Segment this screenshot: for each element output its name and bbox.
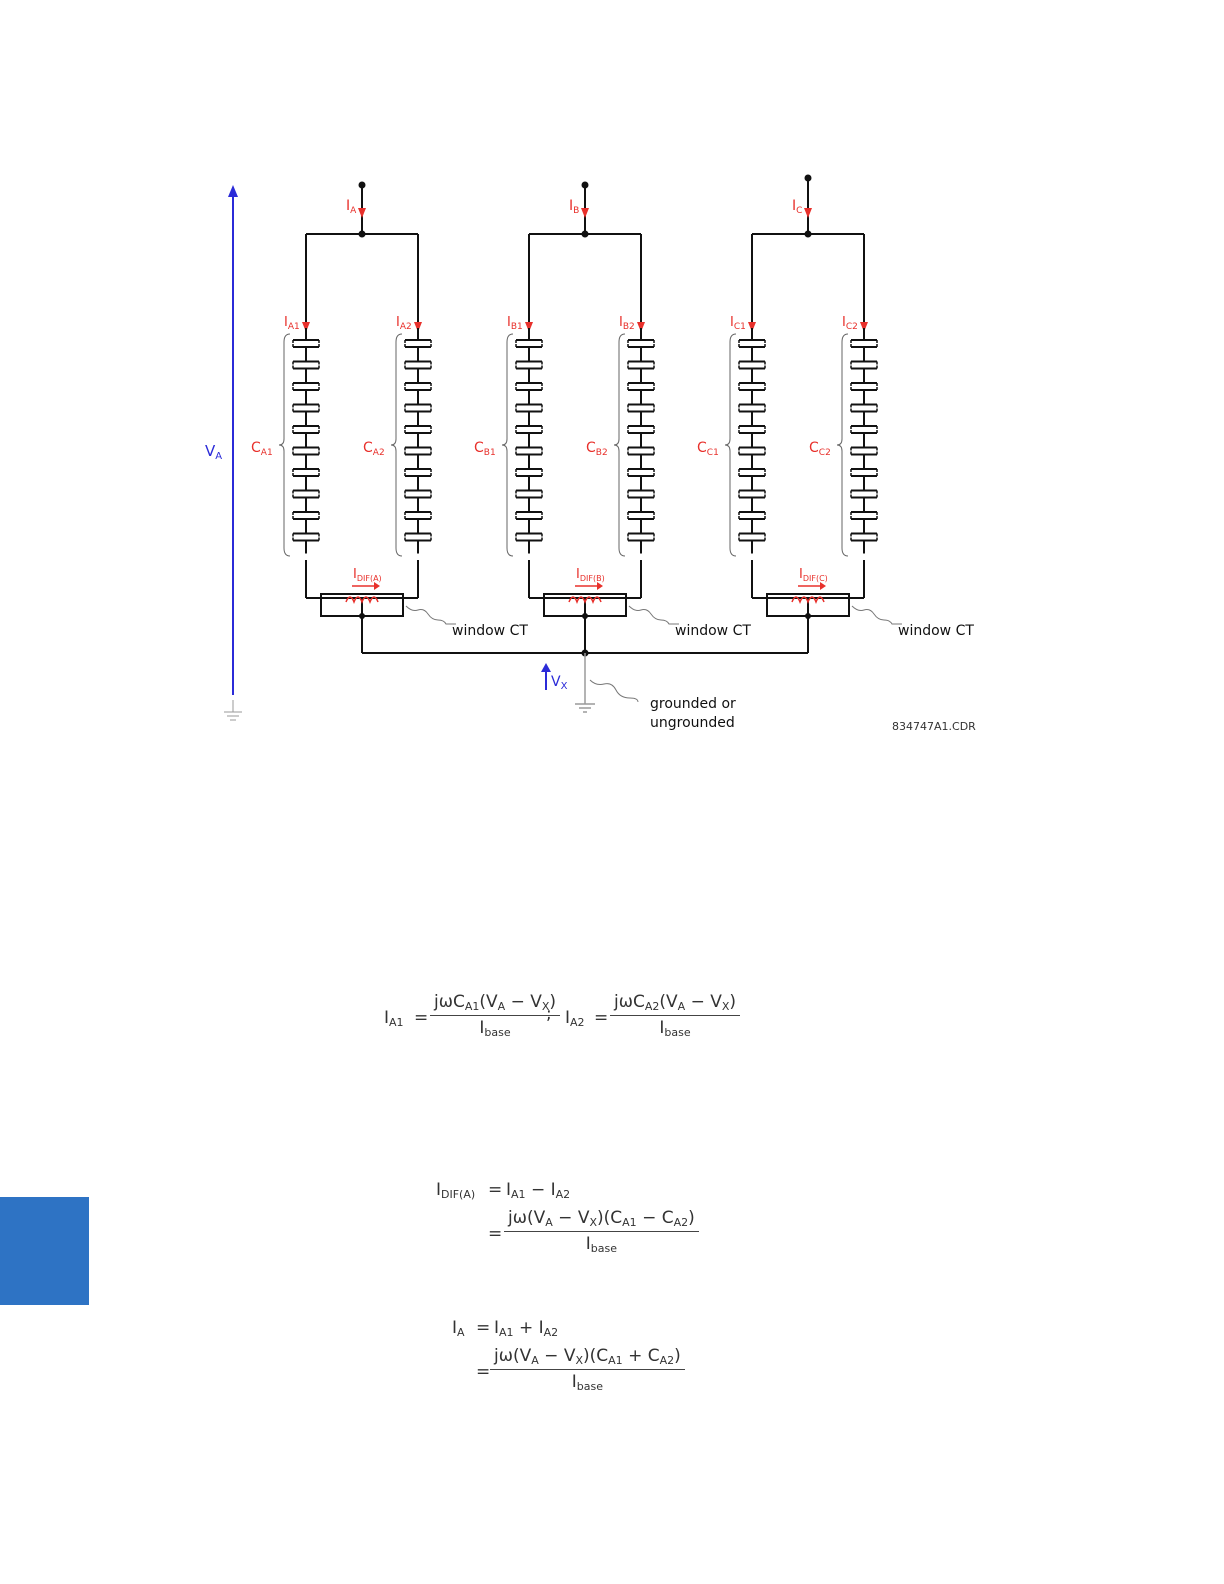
capacitor-label-right: CA2 — [363, 440, 385, 458]
brace-left — [501, 333, 514, 557]
branch-current-arrow — [860, 322, 868, 332]
window-ct-label: window CT — [452, 623, 528, 639]
ct-coil — [791, 596, 825, 605]
branch-current-arrow — [414, 322, 422, 332]
capacitor-label-left: CB1 — [474, 440, 496, 458]
ct-coil — [345, 596, 379, 605]
junction-dot — [804, 230, 812, 238]
window-ct-leader — [851, 605, 902, 625]
dif-arrow-head — [820, 582, 826, 590]
branch-current-label-right: IC2 — [842, 315, 858, 332]
ct-coil — [568, 596, 602, 605]
capacitor-stack-right — [627, 328, 655, 554]
branch-current-label-left: IB1 — [507, 315, 523, 332]
junction-dot — [359, 613, 365, 619]
equation-phase-current: IA = IA1 + IA2 = jω(VA − VX)(CA1 + CA2) … — [452, 1316, 752, 1406]
dif-current-label: IDIF(C) — [799, 567, 828, 583]
brace-right — [390, 333, 403, 557]
capacitor-stack-left — [738, 328, 766, 554]
eq-equals: = — [594, 1008, 609, 1028]
capacitor-stack-right — [404, 328, 432, 554]
brace-left — [278, 333, 291, 557]
eq-equals: = — [414, 1008, 429, 1028]
branch-current-arrow — [637, 322, 645, 332]
brace-right — [613, 333, 626, 557]
equation-branch-currents: IA1 = jωCA1(VA − VX) Ibase ; IA2 = jωCA2… — [380, 990, 760, 1050]
branch-current-arrow — [302, 322, 310, 332]
eq-fraction-ia1: jωCA1(VA − VX) Ibase — [430, 994, 561, 1038]
equation-differential-current: IDIF(A) = IA1 − IA2 = jω(VA − VX)(CA1 − … — [436, 1178, 736, 1268]
junction-dot — [582, 613, 588, 619]
eq-lhs-ia1: IA1 — [384, 1008, 404, 1029]
junction-dot — [805, 613, 811, 619]
junction-dot — [581, 230, 589, 238]
capacitor-label-right: CC2 — [809, 440, 831, 458]
branch-current-label-left: IA1 — [284, 315, 300, 332]
branch-current-label-left: IC1 — [730, 315, 746, 332]
capacitor-label-right: CB2 — [586, 440, 608, 458]
va-label: VA — [205, 442, 222, 462]
eq-equals: = — [488, 1180, 503, 1200]
window-ct-label: window CT — [898, 623, 974, 639]
eq-equals: = — [476, 1318, 491, 1338]
feed-current-label: IC — [792, 198, 802, 216]
eq-lhs-ia2: IA2 — [565, 1008, 585, 1029]
dif-arrow-head — [597, 582, 603, 590]
figure-id: 834747A1.CDR — [892, 720, 976, 733]
branch-current-label-right: IA2 — [396, 315, 412, 332]
eq-fraction-ia2: jωCA2(VA − VX) Ibase — [610, 994, 741, 1038]
brace-left — [724, 333, 737, 557]
eq-lhs-ia: IA — [452, 1318, 465, 1339]
va-arrow-head — [228, 185, 238, 197]
junction-dot — [358, 230, 366, 238]
branch-current-arrow — [525, 322, 533, 332]
feed-current-arrow — [358, 208, 366, 218]
feed-current-arrow — [804, 208, 812, 218]
vx-arrow-head — [541, 663, 551, 672]
brace-right — [836, 333, 849, 557]
grounded-label-line2: ungrounded — [650, 715, 735, 731]
window-ct-leader — [628, 605, 679, 625]
capacitor-stack-left — [515, 328, 543, 554]
eq-equals: = — [476, 1362, 491, 1382]
capacitor-stack-left — [292, 328, 320, 554]
eq-rhs-difference: IA1 − IA2 — [506, 1180, 571, 1201]
capacitor-label-left: CA1 — [251, 440, 273, 458]
feed-current-label: IA — [346, 198, 357, 216]
branch-current-arrow — [748, 322, 756, 332]
eq-equals: = — [488, 1224, 503, 1244]
capacitor-stack-right — [850, 328, 878, 554]
window-ct-leader — [405, 605, 456, 625]
grounded-label-line1: grounded or — [650, 696, 736, 712]
feed-current-label: IB — [569, 198, 579, 216]
feed-current-arrow — [581, 208, 589, 218]
eq-fraction-idif: jω(VA − VX)(CA1 − CA2) Ibase — [504, 1210, 699, 1254]
dif-arrow-head — [374, 582, 380, 590]
branch-current-label-right: IB2 — [619, 315, 635, 332]
window-ct-label: window CT — [675, 623, 751, 639]
chapter-tab — [0, 1197, 89, 1305]
eq-lhs-idif: IDIF(A) — [436, 1180, 476, 1201]
eq-fraction-ia: jω(VA − VX)(CA1 + CA2) Ibase — [490, 1348, 685, 1392]
dif-current-label: IDIF(B) — [576, 567, 605, 583]
vx-label: VX — [551, 674, 568, 692]
grounded-leader — [589, 679, 639, 703]
capacitor-label-left: CC1 — [697, 440, 719, 458]
dif-current-label: IDIF(A) — [353, 567, 382, 583]
eq-rhs-sum: IA1 + IA2 — [494, 1318, 559, 1339]
eq-separator: ; — [546, 1004, 552, 1024]
